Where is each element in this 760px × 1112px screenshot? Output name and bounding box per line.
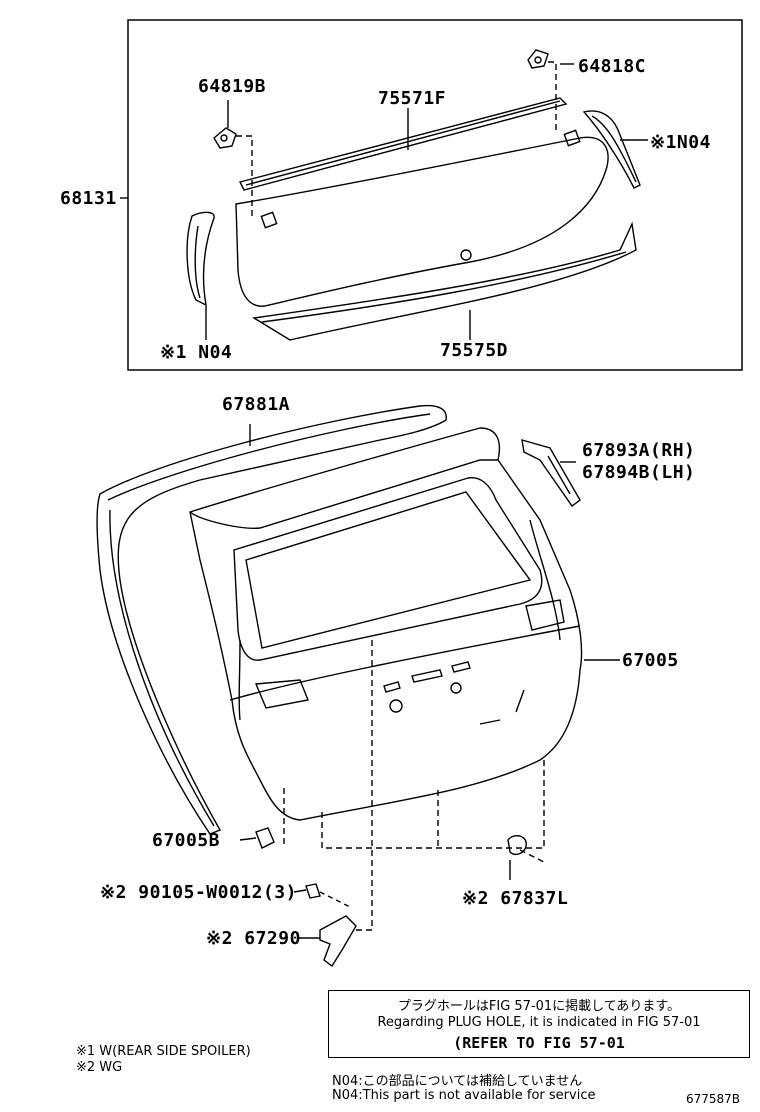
figure-id: 677587B [686,1092,741,1106]
note-jp: プラグホールはFIG 57-01に掲載してあります。 [397,999,681,1014]
part-N04-top: ※1N04 [650,132,711,153]
part-N04-left: ※1 N04 [160,342,233,363]
bolt [305,883,321,899]
back-door-panel [189,427,583,821]
part-68131: 68131 [60,188,117,209]
bumper-stopper [255,827,275,849]
part-64819B: 64819B [198,76,267,97]
part-67005B: 67005B [152,830,221,851]
note-refer: (REFER TO FIG 57-01 [453,1034,625,1052]
footnote-w: ※1 W(REAR SIDE SPOILER) [76,1044,251,1059]
reference-note-box: プラグホールはFIG 57-01に掲載してあります。 Regarding PLU… [328,990,750,1058]
weatherstrip [96,404,447,835]
part-67893A: 67893A(RH) [582,440,696,461]
grommet [507,835,527,856]
back-window-glass [235,136,609,307]
hinge-bracket [319,915,357,968]
part-90105: ※2 90105-W0012(3) [100,882,297,903]
part-67005: 67005 [622,650,679,671]
footnote-wg: ※2 WG [76,1060,123,1075]
footnote-n04-jp: N04:この部品については補給していません [332,1074,583,1089]
part-67290: ※2 67290 [206,928,301,949]
part-75575D: 75575D [440,340,509,361]
part-64818C: 64818C [578,56,647,77]
part-67881A: 67881A [222,394,291,415]
note-en: Regarding PLUG HOLE, it is indicated in … [377,1015,701,1030]
part-67894B: 67894B(LH) [582,462,696,483]
left-side-spoiler [186,211,215,307]
inset-frame [127,19,743,371]
footnote-n04-en: N04:This part is not available for servi… [332,1088,596,1103]
right-side-spoiler [582,110,641,189]
part-67837L: ※2 67837L [462,888,569,909]
part-75571F: 75571F [378,88,447,109]
